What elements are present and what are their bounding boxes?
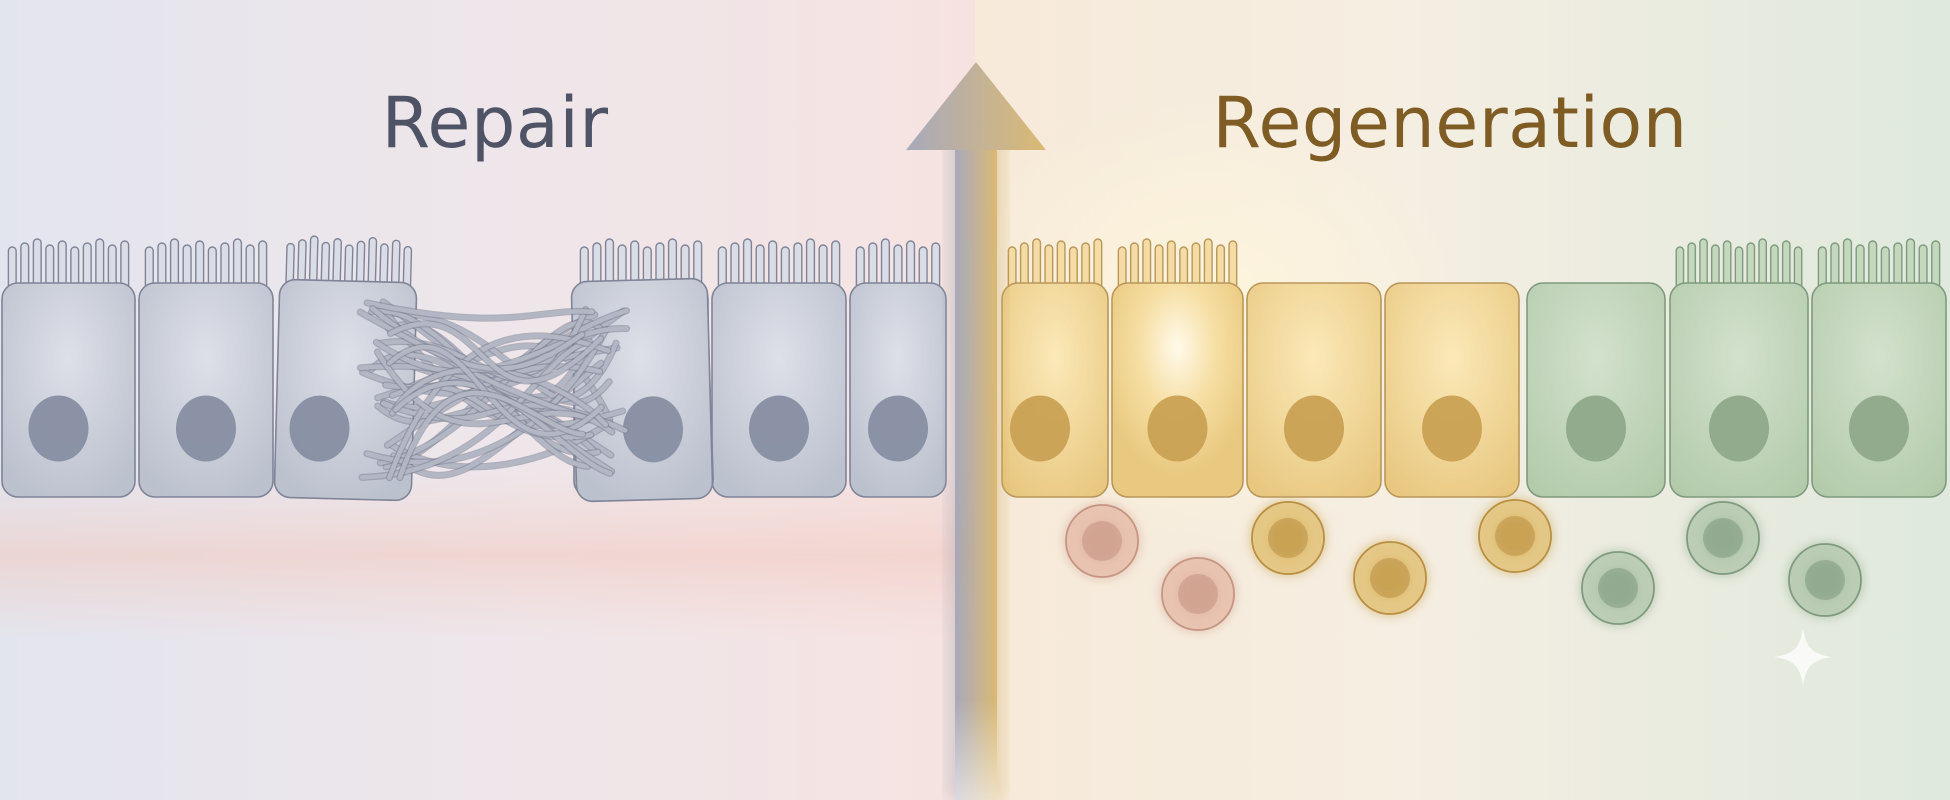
repair-cell (849, 238, 947, 498)
regeneration-cell-green (1526, 282, 1666, 498)
nucleus (1709, 395, 1769, 462)
stem-cell (1581, 551, 1655, 625)
nucleus (868, 395, 928, 462)
stem-cell (1065, 504, 1139, 578)
repair-cell-row (1, 235, 947, 503)
damaged-repair-cell (273, 235, 418, 502)
stem-cell (1353, 541, 1427, 615)
stem-cell (1686, 501, 1760, 575)
collagen-fiber (359, 339, 592, 480)
regeneration-cell-green (1669, 238, 1809, 498)
regeneration-cell-green (1811, 238, 1947, 498)
collagen-fiber (397, 390, 585, 480)
stem-cell-nucleus (1268, 518, 1308, 558)
nucleus (1566, 395, 1626, 462)
stem-cell (1161, 557, 1235, 631)
nucleus (176, 395, 236, 462)
nucleus (1284, 395, 1344, 462)
stem-cell-nucleus (1495, 516, 1535, 556)
cell-body (1669, 282, 1809, 498)
regeneration-cell-row (1001, 238, 1947, 498)
nucleus (289, 395, 350, 462)
cell-body (1, 282, 136, 498)
collagen-fiber (388, 321, 604, 384)
upward-arrow (906, 62, 1046, 800)
cell-body (1246, 282, 1382, 498)
nucleus (1010, 395, 1070, 462)
regeneration-title: Regeneration (1212, 82, 1688, 164)
stem-cell-nucleus (1082, 521, 1122, 561)
cell-body (1111, 282, 1244, 498)
cell-body (1001, 282, 1109, 498)
repair-cell (1, 238, 136, 498)
stem-cell-nucleus (1805, 560, 1845, 600)
regeneration-cell-gold (1384, 282, 1520, 498)
collagen-fiber (387, 333, 611, 481)
cell-body (1811, 282, 1947, 498)
repair-blush-band (0, 470, 975, 640)
cell-body (1384, 282, 1520, 498)
stem-cell-cluster (1065, 499, 1862, 631)
repair-cell (711, 238, 847, 498)
cell-body (138, 282, 274, 498)
stem-cell-nucleus (1370, 558, 1410, 598)
nucleus (749, 395, 809, 462)
regeneration-cell-gold (1001, 238, 1109, 498)
cell-body (711, 282, 847, 498)
sparkle-icon (1774, 628, 1832, 686)
regeneration-cell-gold (1111, 238, 1244, 498)
stem-cell-nucleus (1703, 518, 1743, 558)
nucleus (1422, 395, 1482, 462)
scar-fiber-bundle (356, 298, 631, 482)
stem-cell (1251, 501, 1325, 575)
stem-cell-nucleus (1598, 568, 1638, 608)
regeneration-cell-gold (1246, 282, 1382, 498)
stem-cell-nucleus (1178, 574, 1218, 614)
nucleus (1849, 395, 1909, 462)
cell-body (849, 282, 947, 498)
collagen-fiber (364, 300, 595, 321)
nucleus (623, 396, 684, 463)
stem-cell (1788, 543, 1862, 617)
nucleus (1147, 395, 1208, 462)
nucleus (28, 395, 89, 462)
repair-title: Repair (381, 82, 609, 164)
repair-cell (138, 238, 274, 498)
collagen-fiber (374, 326, 629, 374)
stem-cell (1478, 499, 1552, 573)
cell-body (1526, 282, 1666, 498)
